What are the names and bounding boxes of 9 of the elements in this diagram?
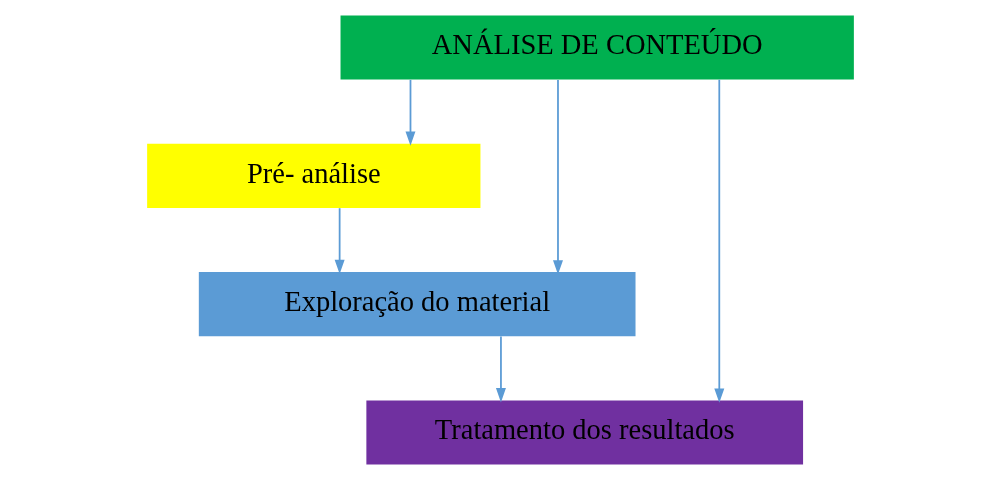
node-box: ANÁLISE DE CONTEÚDO <box>340 15 854 80</box>
arrow <box>714 78 725 403</box>
node-box: Exploração do material <box>198 272 636 337</box>
arrow <box>553 79 563 275</box>
arrow <box>334 207 345 275</box>
node-box: Tratamento dos resultados <box>366 400 804 465</box>
arrow <box>405 79 416 146</box>
node-box: Pré- análise <box>147 143 481 208</box>
arrow <box>495 335 506 403</box>
